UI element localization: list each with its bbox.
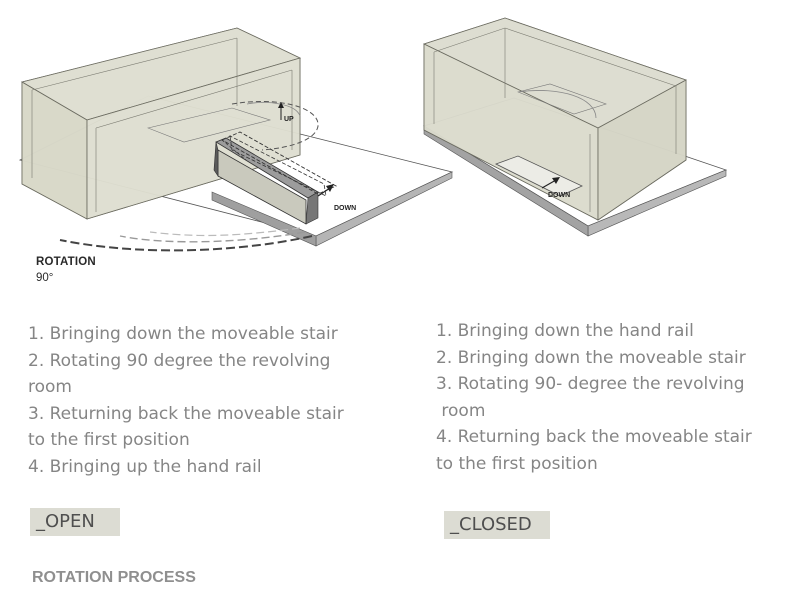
closed-diagram: DOWN bbox=[422, 17, 728, 237]
open-step-line: 2. Rotating 90 degree the revolving bbox=[28, 350, 331, 371]
closed-step-line: room bbox=[436, 400, 486, 421]
rotation-sweep-arc bbox=[59, 235, 313, 252]
closed-step-line: 1. Bringing down the hand rail bbox=[436, 321, 694, 341]
closed-step-line: 3. Rotating 90- degree the revolving bbox=[436, 374, 745, 394]
open-step-line: 1. Bringing down the moveable stair bbox=[28, 324, 338, 344]
stair-down-label: DOWN bbox=[334, 205, 356, 212]
closed-step-line: 4. Returning back the moveable stair bbox=[436, 427, 752, 447]
open-steps-list: 1. Bringing down the moveable stair 2. R… bbox=[28, 321, 388, 480]
open-step-line: 4. Bringing up the hand rail bbox=[28, 456, 262, 477]
closed-down-label: DOWN bbox=[548, 192, 570, 199]
open-state-label: _OPEN bbox=[30, 508, 120, 536]
rotation-process-title: ROTATION PROCESS bbox=[32, 569, 196, 586]
room-side-face bbox=[597, 79, 687, 221]
rotation-arc-up bbox=[231, 101, 319, 151]
open-diagram: UP DOWN bbox=[18, 27, 454, 252]
rotation-angle: 90° bbox=[36, 272, 54, 284]
closed-steps-list: 1. Bringing down the hand rail 2. Bringi… bbox=[436, 318, 796, 477]
up-label: UP bbox=[284, 116, 294, 123]
rotation-label: ROTATION bbox=[36, 256, 96, 268]
closed-state-label: _CLOSED bbox=[444, 511, 550, 539]
stair-recess bbox=[494, 155, 583, 197]
open-step-line: 3. Returning back the moveable stair bbox=[28, 403, 344, 424]
closed-step-line: 2. Bringing down the moveable stair bbox=[436, 347, 746, 368]
open-step-line: to the first position bbox=[28, 430, 190, 450]
room-long-face bbox=[86, 57, 301, 220]
floor-slab-front bbox=[423, 125, 589, 237]
closed-step-line: to the first position bbox=[436, 453, 598, 474]
floor-slab-front bbox=[211, 191, 317, 247]
open-step-line: room bbox=[28, 377, 72, 397]
